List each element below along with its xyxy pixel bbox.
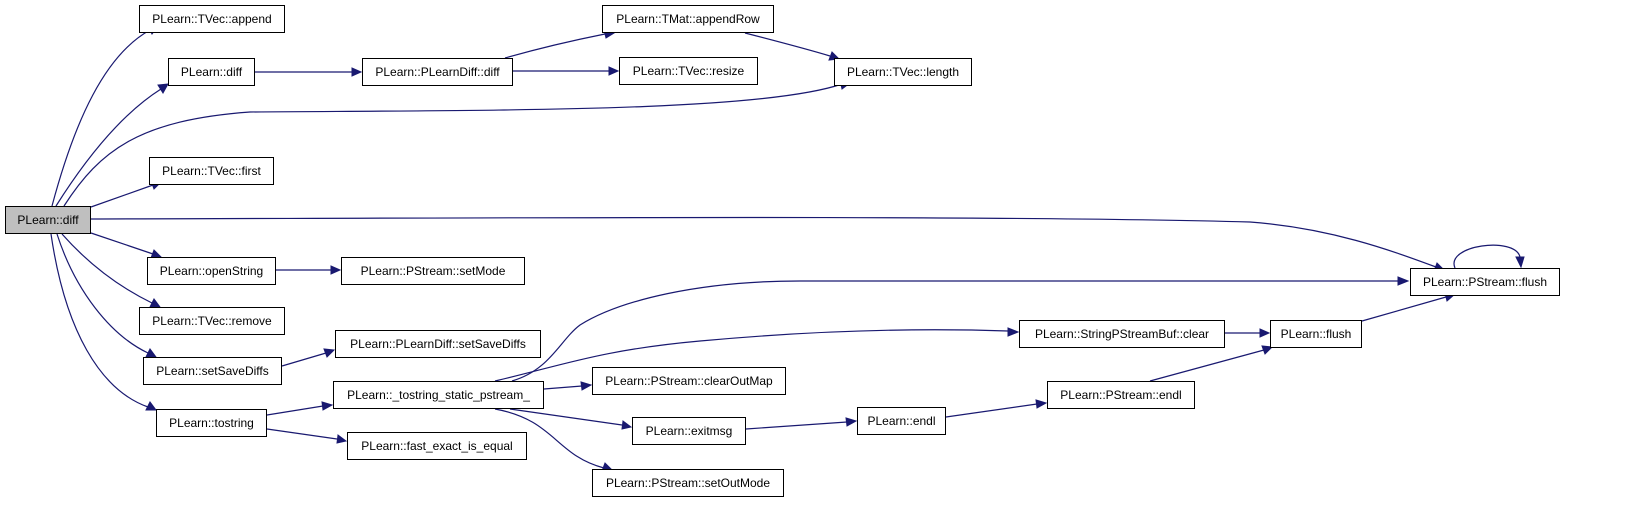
node-endl[interactable]: PLearn::endl bbox=[857, 407, 946, 435]
node-pstream-set-out-mode[interactable]: PLearn::PStream::setOutMode bbox=[592, 469, 784, 497]
node-plearn-diff[interactable]: PLearn::diff bbox=[168, 58, 255, 86]
edge-tostr-tsp-arrow bbox=[321, 401, 334, 411]
node-pstream-endl[interactable]: PLearn::PStream::endl bbox=[1047, 381, 1195, 409]
node-plearndiff-set-save-diffs[interactable]: PLearn::PLearnDiff::setSaveDiffs bbox=[335, 330, 541, 358]
node-tvec-resize[interactable]: PLearn::TVec::resize bbox=[619, 57, 758, 85]
node-flush[interactable]: PLearn::flush bbox=[1270, 320, 1362, 348]
node-pstream-flush[interactable]: PLearn::PStream::flush bbox=[1410, 268, 1560, 296]
edge-tsp-com-arrow bbox=[580, 381, 593, 391]
edge-root-first bbox=[90, 184, 154, 208]
node-exitmsg[interactable]: PLearn::exitmsg bbox=[632, 417, 746, 445]
edge-diff2-pld-arrow bbox=[351, 67, 363, 77]
edge-tsp-pflush-arrow bbox=[1397, 276, 1410, 286]
edge-root-ssd bbox=[56, 233, 149, 354]
node-tvec-length[interactable]: PLearn::TVec::length bbox=[834, 58, 972, 86]
node-tvec-append[interactable]: PLearn::TVec::append bbox=[139, 5, 285, 33]
edge-apr-length bbox=[744, 32, 831, 57]
edge-tsp-exit-arrow bbox=[621, 420, 633, 430]
edge-ssd-ssd2-arrow bbox=[323, 348, 336, 358]
node-tostring[interactable]: PLearn::tostring bbox=[156, 409, 267, 437]
edge-pendl-flush-arrow bbox=[1261, 345, 1274, 355]
edge-pld-resize-arrow bbox=[608, 66, 620, 76]
edge-ssd-ssd2 bbox=[281, 352, 327, 367]
edge-spb-flush-arrow bbox=[1259, 328, 1271, 338]
edge-endl-pendl-arrow bbox=[1035, 399, 1048, 409]
node-open-string[interactable]: PLearn::openString bbox=[147, 257, 276, 285]
edge-tsp-som bbox=[494, 408, 605, 469]
node-pstream-clear-out-map[interactable]: PLearn::PStream::clearOutMap bbox=[592, 367, 786, 395]
node-set-save-diffs[interactable]: PLearn::setSaveDiffs bbox=[143, 357, 282, 385]
edge-exit-endl bbox=[745, 421, 848, 430]
node-plearndiff-diff[interactable]: PLearn::PLearnDiff::diff bbox=[362, 58, 513, 86]
edge-root-append bbox=[51, 29, 151, 207]
edge-tsp-com bbox=[543, 385, 583, 390]
node-tmat-append-row[interactable]: PLearn::TMat::appendRow bbox=[602, 5, 774, 33]
edge-pld-apr bbox=[504, 33, 606, 59]
edge-root-length bbox=[63, 83, 843, 207]
edge-tostr-fei-arrow bbox=[336, 434, 348, 444]
edge-pendl-flush bbox=[1149, 349, 1265, 382]
node-pstream-set-mode[interactable]: PLearn::PStream::setMode bbox=[341, 257, 525, 285]
node-tvec-remove[interactable]: PLearn::TVec::remove bbox=[139, 307, 285, 335]
node-root-plearn-diff: PLearn::diff bbox=[5, 206, 91, 234]
edge-root-open bbox=[90, 232, 154, 255]
edge-tsp-spb bbox=[494, 329, 1009, 382]
edge-endl-pendl bbox=[945, 403, 1038, 418]
edge-root-remove-arrow bbox=[149, 298, 161, 308]
edge-root-tostr bbox=[50, 233, 149, 408]
edge-pflush-self bbox=[1453, 244, 1521, 269]
node-stringpstreambuf-clear[interactable]: PLearn::StringPStreamBuf::clear bbox=[1019, 320, 1225, 348]
edge-pflush-self-arrow bbox=[1515, 256, 1525, 269]
edge-root-diff2-arrow bbox=[157, 83, 169, 94]
edge-root-diff2 bbox=[55, 88, 162, 207]
node-fast-exact-is-equal[interactable]: PLearn::fast_exact_is_equal bbox=[347, 432, 527, 460]
edge-open-setm-arrow bbox=[330, 265, 342, 275]
edge-tsp-spb-arrow bbox=[1007, 327, 1020, 337]
edge-root-ssd-arrow bbox=[145, 348, 157, 358]
edge-tostr-tsp bbox=[266, 405, 324, 416]
edge-flush-pflush bbox=[1361, 296, 1447, 322]
edge-tsp-exit bbox=[509, 408, 623, 426]
edge-tsp-pflush bbox=[511, 280, 1398, 382]
edge-root-tostr-arrow bbox=[145, 401, 157, 411]
edge-root-pflush bbox=[90, 216, 1437, 268]
node-tostring-static-pstream[interactable]: PLearn::_tostring_static_pstream_ bbox=[333, 381, 544, 409]
edge-tostr-fei bbox=[266, 428, 338, 440]
edge-exit-endl-arrow bbox=[845, 417, 858, 427]
node-tvec-first[interactable]: PLearn::TVec::first bbox=[149, 157, 274, 185]
edge-root-remove bbox=[61, 233, 153, 304]
